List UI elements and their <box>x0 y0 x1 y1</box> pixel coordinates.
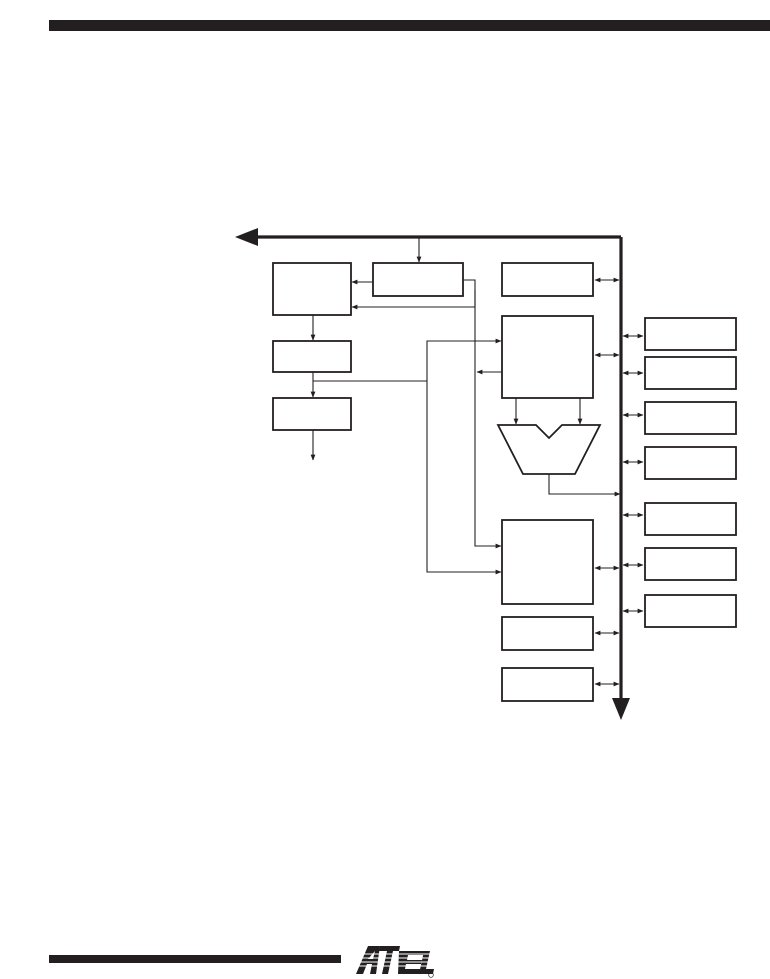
block-mid-bottom-2 <box>501 667 594 702</box>
block-mid-top <box>501 262 594 297</box>
block-pipe-left-1 <box>272 262 352 316</box>
atmel-logo-icon <box>352 938 436 978</box>
block-periph-5 <box>644 502 737 536</box>
block-mid-big-2 <box>501 519 594 605</box>
block-periph-1 <box>644 317 737 351</box>
bus-down-arrowhead <box>612 698 630 720</box>
ctrl-to-mid-big-2 <box>463 279 502 549</box>
footer-rule <box>49 955 341 963</box>
block-ctrl-top <box>372 262 464 297</box>
block-periph-3 <box>644 401 737 435</box>
header-rule <box>49 20 770 31</box>
block-pipe-left-3 <box>272 397 352 431</box>
alu-to-bus <box>548 474 621 497</box>
bus-left-arrowhead <box>235 228 258 246</box>
block-periph-7 <box>644 594 737 628</box>
block-pipe-left-2 <box>272 340 352 373</box>
block-periph-6 <box>644 547 737 581</box>
decode-to-mid-big-2 <box>426 381 502 575</box>
block-periph-2 <box>644 356 737 390</box>
block-mid-big-1 <box>501 315 594 399</box>
block-periph-4 <box>644 446 737 480</box>
decode-to-mid-big-1 <box>313 338 502 382</box>
feedback-to-pipe-1 <box>351 290 476 310</box>
block-alu <box>496 424 602 475</box>
block-mid-bottom-1 <box>501 616 594 651</box>
